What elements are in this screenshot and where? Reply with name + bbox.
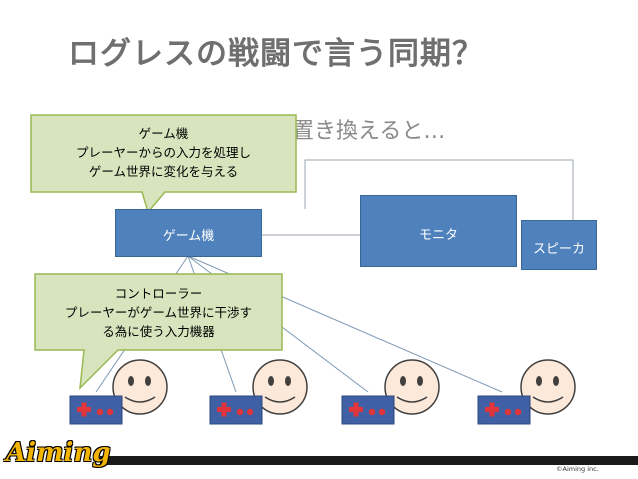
game-machine-label: ゲーム機 [162, 229, 215, 244]
callout-game-machine: ゲーム機 プレーヤーからの入力を処理し ゲーム世界に変化を与える [31, 124, 296, 181]
player-face-2 [252, 359, 308, 415]
speaker-label: スピーカ [532, 242, 585, 257]
game-machine-box: ゲーム機 [115, 209, 262, 257]
monitor-box: モニタ [360, 195, 517, 267]
controller-icon-3 [341, 395, 395, 425]
controller-icon-1 [69, 395, 123, 425]
speaker-connection-line [304, 159, 574, 220]
speaker-box: スピーカ [521, 220, 597, 270]
callout-game-machine-line3: ゲーム世界に変化を与える [88, 164, 239, 179]
controller-icon-2 [209, 395, 263, 425]
callout-controller-shape [34, 273, 283, 391]
callout-controller-line2: プレーヤーがゲーム世界に干渉す [64, 305, 253, 320]
player-face-3 [384, 359, 440, 415]
callout-controller-line3: る為に使う入力機器 [102, 324, 215, 339]
slide-subtitle: 置き換えると… [292, 119, 446, 144]
callout-controller: コントローラー プレーヤーがゲーム世界に干渉す る為に使う入力機器 [35, 284, 282, 341]
callout-game-machine-line1: ゲーム機 [138, 126, 189, 141]
callout-game-machine-shape [30, 114, 297, 214]
controller-icon-4 [477, 395, 531, 425]
aiming-logo: Aiming [6, 438, 111, 468]
monitor-label: モニタ [418, 228, 458, 243]
copyright-text: ©Aiming inc. [556, 465, 599, 473]
player-face-4 [520, 359, 576, 415]
footer-stripe [100, 456, 638, 465]
callout-game-machine-line2: プレーヤーからの入力を処理し [75, 145, 251, 160]
callout-controller-line1: コントローラー [114, 286, 203, 301]
slide-title: ログレスの戦闘で言う同期？ [68, 36, 484, 72]
player-face-1 [112, 359, 168, 415]
